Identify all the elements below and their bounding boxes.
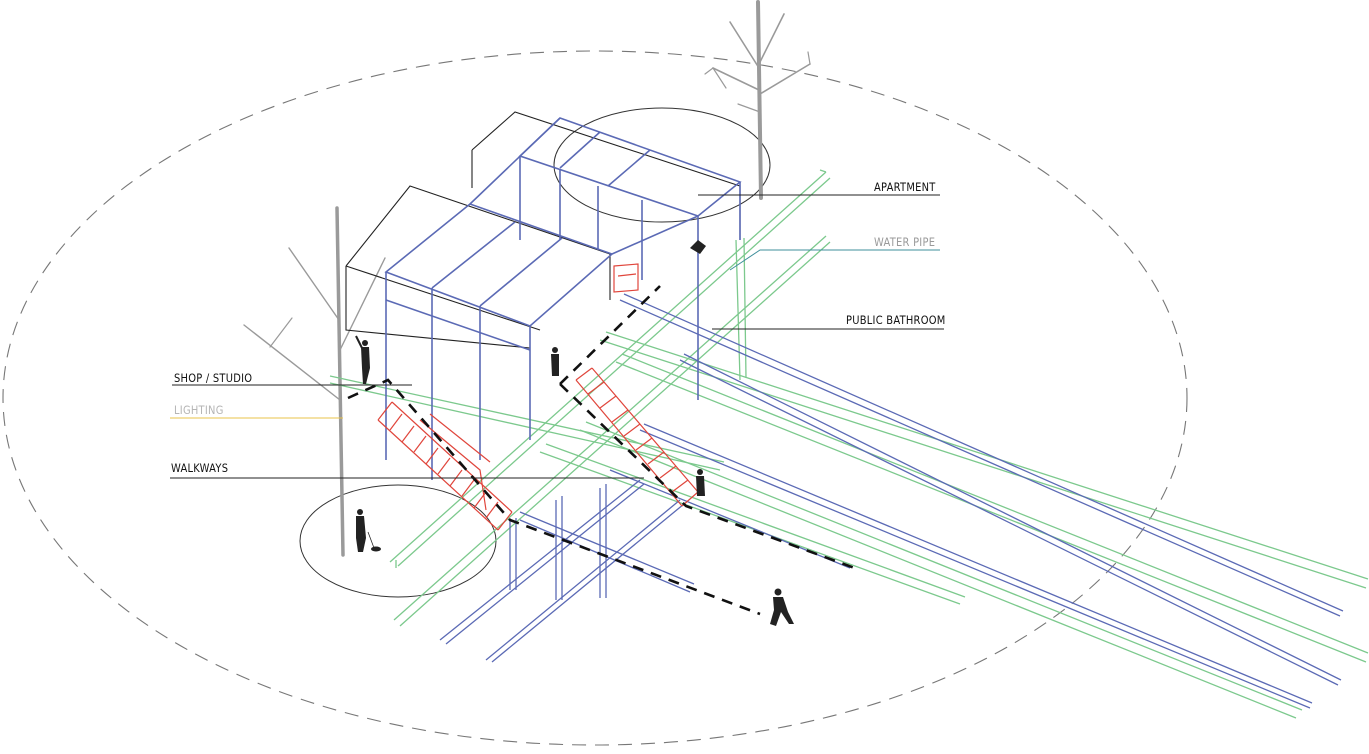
- label-lighting: LIGHTING: [174, 403, 224, 417]
- label-shop-studio: SHOP / STUDIO: [174, 371, 253, 385]
- label-apartment: APARTMENT: [874, 180, 936, 194]
- module-frames: [384, 117, 742, 480]
- lamp-post-icon: [243, 206, 386, 557]
- label-public-bathroom: PUBLIC BATHROOM: [846, 313, 946, 327]
- label-water-pipe: WATER PIPE: [874, 235, 936, 249]
- structure-beams: [439, 293, 1344, 709]
- streetlight-circle-top: [553, 107, 771, 223]
- label-walkways: WALKWAYS: [171, 461, 229, 475]
- label-leaders: [170, 194, 944, 479]
- stair-left: [377, 401, 513, 531]
- walkway-path: [347, 285, 861, 616]
- dog-icon: [367, 531, 381, 552]
- person-figure-icon: [355, 240, 794, 626]
- water-pipe-leader: [729, 249, 940, 271]
- site-boundary-ellipse: [2, 50, 1188, 746]
- tree-icon: [704, 0, 811, 200]
- stair-right: [575, 263, 699, 507]
